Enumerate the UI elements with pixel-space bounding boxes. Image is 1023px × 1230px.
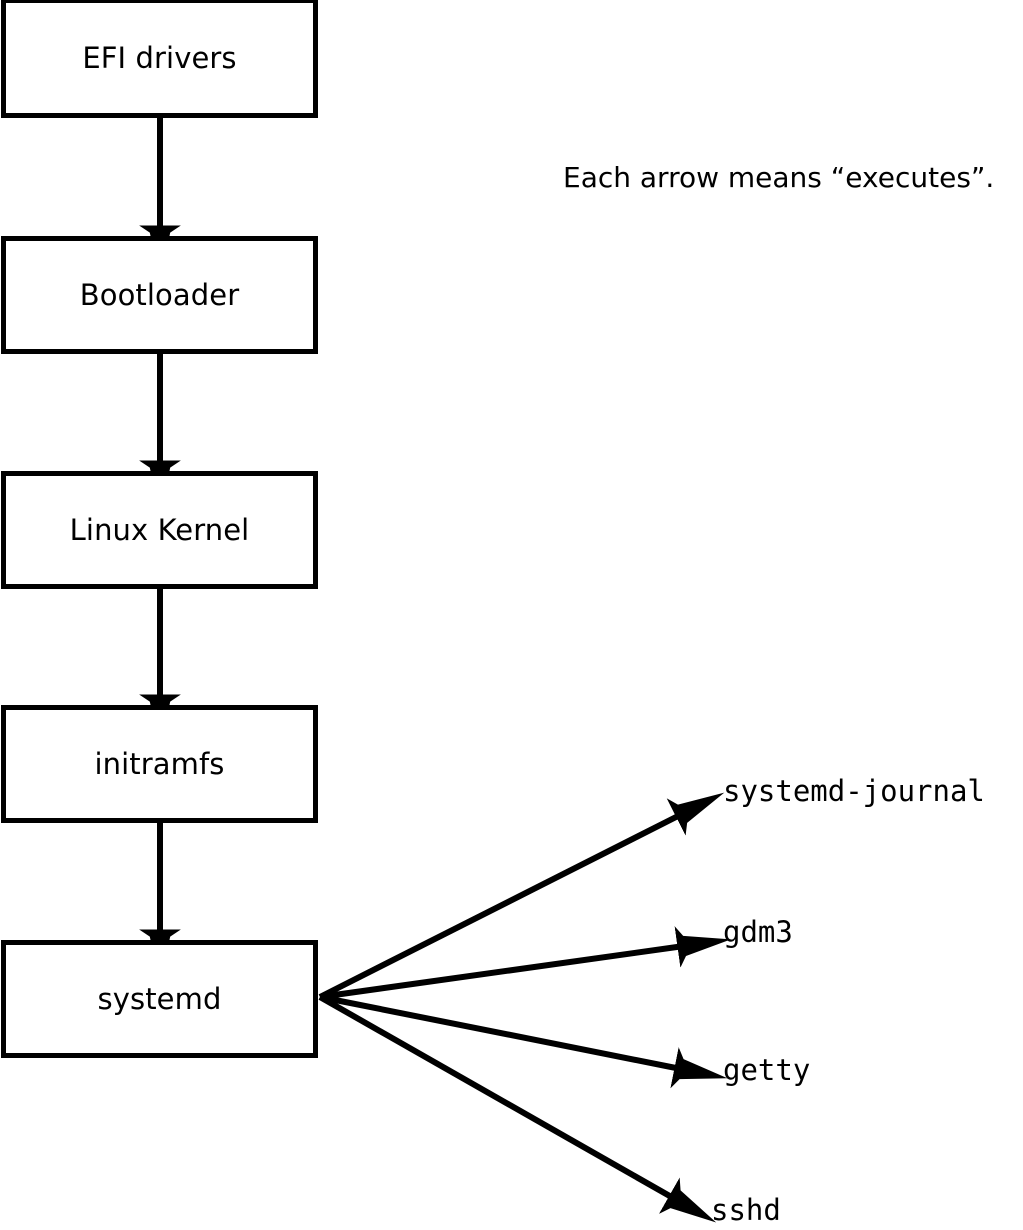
arrow-systemd-to-gdm3 <box>319 926 731 1000</box>
service-label-gdm3: gdm3 <box>723 915 793 949</box>
stage-box-linux-kernel: Linux Kernel <box>1 471 318 589</box>
stage-box-bootloader: Bootloader <box>1 236 318 354</box>
stage-box-label-bootloader: Bootloader <box>79 277 240 312</box>
arrow-systemd-to-getty <box>319 994 728 1089</box>
stage-box-label-initramfs: initramfs <box>94 746 225 781</box>
stage-box-initramfs: initramfs <box>1 705 318 823</box>
stage-box-systemd: systemd <box>1 940 318 1058</box>
diagram-caption: Each arrow means “executes”. <box>563 161 995 194</box>
arrow-systemd-to-sshd <box>318 994 717 1223</box>
service-label-sshd: sshd <box>711 1193 781 1227</box>
stage-box-label-linux-kernel: Linux Kernel <box>69 512 250 547</box>
fanout-arrows <box>318 792 731 1223</box>
stage-box-label-systemd: systemd <box>97 981 222 1016</box>
service-label-systemd-journal: systemd-journal <box>723 774 985 808</box>
arrow-systemd-to-systemd-journal <box>318 792 725 1000</box>
stage-box-efi-drivers: EFI drivers <box>1 0 318 118</box>
stage-box-label-efi-drivers: EFI drivers <box>82 40 237 75</box>
service-label-getty: getty <box>723 1053 811 1087</box>
